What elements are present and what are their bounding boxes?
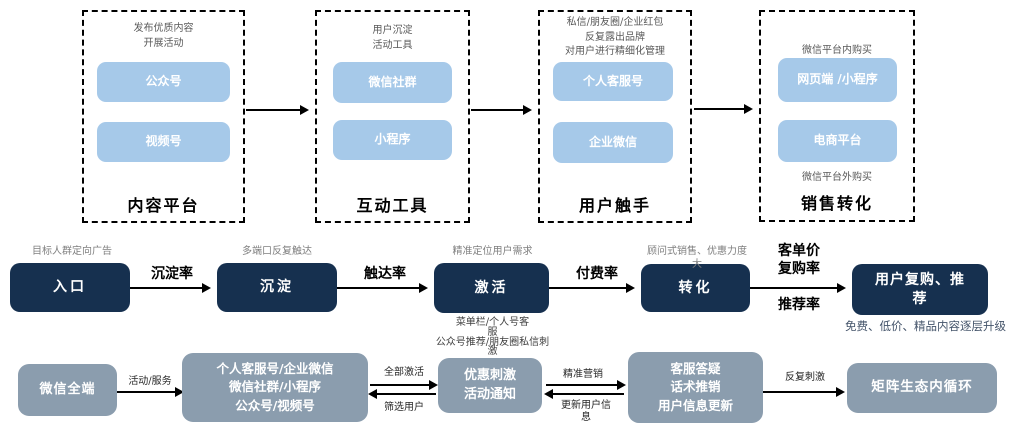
arrow-service-to-promo	[546, 393, 624, 395]
arrow-allend-to-channels	[117, 391, 182, 393]
rate-reach: 触达率	[364, 266, 406, 282]
off-platform-purchase-note: 微信平台外购买	[802, 172, 872, 183]
stage-content-platform	[82, 10, 245, 223]
channel-ecommerce-platform: 电商平台	[778, 120, 897, 162]
arrow-convert-to-repurchase	[750, 287, 844, 289]
arrow-stage3-to-stage4	[694, 108, 751, 110]
stage-content-platform-header: 发布优质内容 开展活动	[133, 23, 194, 49]
activate-subtext: 菜单栏/个人号客 服 公众号推荐/朋友圈私信刺 激	[435, 317, 550, 358]
funnel-repurchase-box: 用户复购、推 荐	[852, 264, 988, 315]
arrow-stage2-to-stage3	[471, 109, 530, 111]
settle-note: 多端口反复触达	[242, 246, 312, 257]
in-platform-purchase-note: 微信平台内购买	[802, 45, 872, 56]
arrow-channels-to-promo	[370, 384, 436, 386]
stage-user-touchpoints-label: 用户触手	[578, 196, 651, 215]
label-filter-users: 筛选用户	[384, 402, 424, 413]
funnel-convert-box: 转化	[641, 264, 750, 312]
arrow-entry-to-settle	[130, 287, 209, 289]
funnel-settle-box: 沉淀	[217, 263, 337, 312]
arrow-promo-to-channels	[370, 393, 436, 395]
funnel-activate-box: 激活	[434, 263, 549, 313]
stage-sales-conversion-label: 销售转化	[800, 194, 873, 213]
rate-settlement: 沉淀率	[151, 266, 193, 282]
channel-personal-service-account: 个人客服号	[553, 62, 673, 101]
bottom-promo-box: 优惠刺激 活动通知	[438, 358, 542, 413]
stage-sales-conversion	[759, 10, 915, 222]
channel-wechat-group: 微信社群	[333, 62, 452, 103]
entry-note: 目标人群定向广告	[32, 246, 112, 257]
rate-order-repurchase: 客单价 复购率	[778, 243, 820, 277]
label-activity-service: 活动/服务	[128, 376, 172, 387]
activate-note: 精准定位用户需求	[452, 246, 533, 257]
stage-interaction-tools	[315, 10, 470, 223]
bottom-wechat-all-box: 微信全端	[18, 364, 117, 416]
stage-interaction-tools-label: 互动工具	[356, 196, 429, 215]
repurchase-subtext: 免费、低价、精品内容逐层升级	[845, 319, 1006, 333]
rate-referral: 推荐率	[778, 297, 820, 313]
convert-note: 顾问式销售、优惠力度 大	[647, 246, 747, 270]
arrow-stage1-to-stage2	[246, 109, 307, 111]
arrow-service-to-loop	[763, 391, 843, 393]
bottom-channels-box: 个人客服号/企业微信 微信社群/小程序 公众号/视频号	[182, 353, 368, 422]
label-repeat-stimulus: 反复刺激	[785, 372, 825, 383]
stage-user-touchpoints	[538, 10, 692, 223]
bottom-service-box: 客服答疑 话术推销 用户信息更新	[628, 352, 763, 423]
label-activate-all: 全部激活	[384, 367, 424, 378]
channel-official-account: 公众号	[97, 62, 230, 102]
channel-video-account: 视频号	[97, 122, 230, 162]
arrow-activate-to-convert	[549, 287, 633, 289]
label-precise-marketing: 精准营销	[563, 369, 603, 380]
funnel-entry-box: 入口	[10, 263, 130, 312]
channel-enterprise-wechat: 企业微信	[553, 122, 673, 163]
stage-content-platform-label: 内容平台	[127, 196, 200, 215]
stage-interaction-tools-header: 用户沉淀 活动工具	[372, 25, 413, 51]
label-update-user-info: 更新用户信 息	[561, 400, 611, 423]
bottom-matrix-loop-box: 矩阵生态内循环	[847, 363, 997, 413]
rate-payment: 付费率	[576, 266, 618, 282]
stage-user-touchpoints-header: 私信/朋友圈/企业红包 反复露出品牌 对用户进行精细化管理	[565, 17, 665, 57]
arrow-promo-to-service	[546, 384, 624, 386]
channel-webpage-miniprogram: 网页端 /小程序	[778, 58, 897, 102]
arrow-settle-to-activate	[337, 287, 426, 289]
channel-mini-program: 小程序	[333, 120, 452, 160]
